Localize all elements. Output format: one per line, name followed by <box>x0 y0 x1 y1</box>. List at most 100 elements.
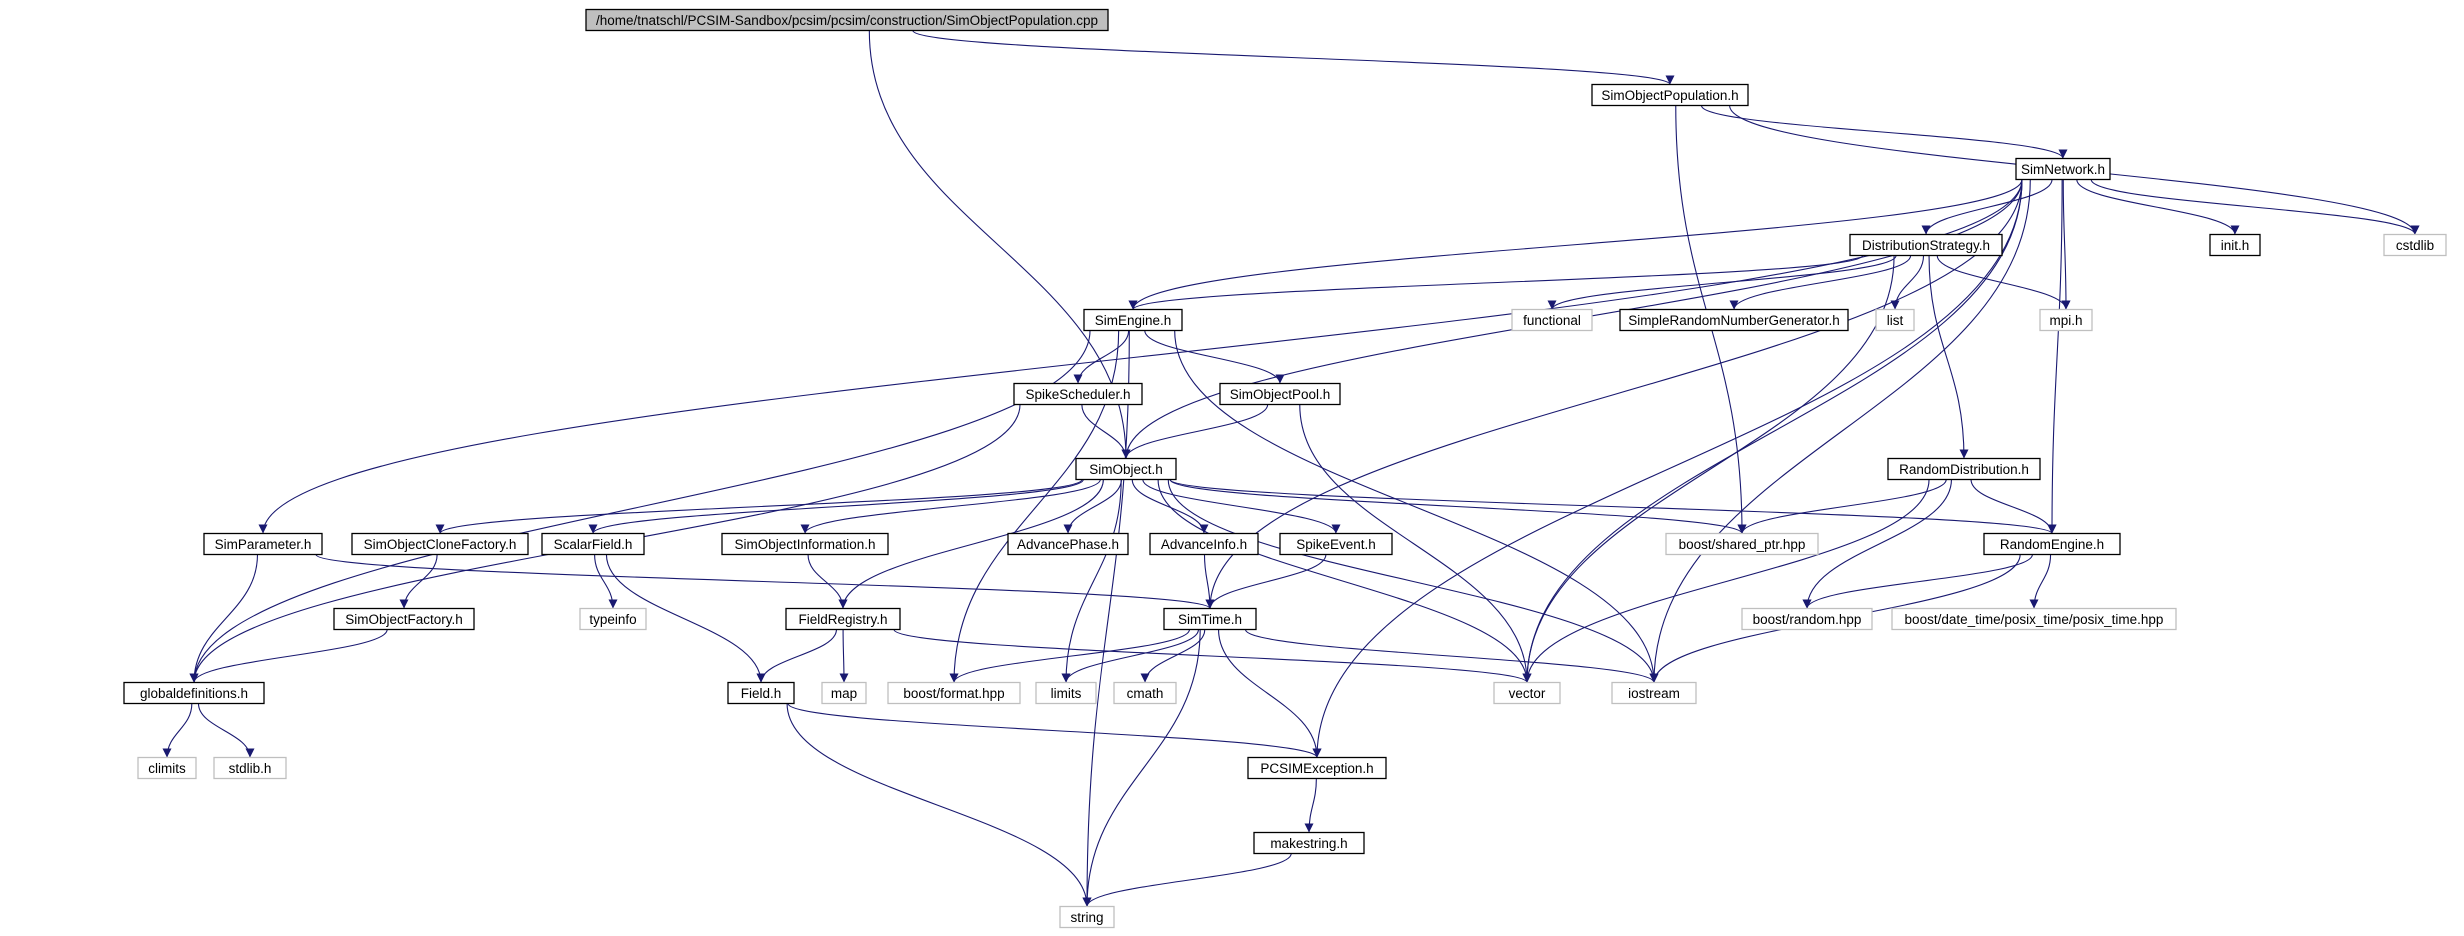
node-scalarfield-h[interactable]: ScalarField.h <box>541 532 645 556</box>
node-simobjectpool-h[interactable]: SimObjectPool.h <box>1219 382 1341 406</box>
node-cmath: cmath <box>1113 681 1177 705</box>
node-box <box>1611 681 1697 705</box>
edge-simtime-h-to-limits <box>1061 629 1200 683</box>
node-box <box>1619 308 1849 332</box>
node-label: limits <box>1051 686 1082 701</box>
node-box <box>1083 308 1183 332</box>
edge-distributionstrategy-h-to-list <box>1890 255 1925 310</box>
node-simobjectpopulation-h[interactable]: SimObjectPopulation.h <box>1591 83 1749 107</box>
node-simobjectclonefactory-h[interactable]: SimObjectCloneFactory.h <box>351 532 529 556</box>
node-label: SimNetwork.h <box>2021 162 2105 177</box>
node-init-h[interactable]: init.h <box>2209 233 2261 257</box>
edge-simobject-h-to-randomengine-h <box>1169 479 2057 534</box>
node-label: SimObjectInformation.h <box>734 537 875 552</box>
node-advancephase-h[interactable]: AdvancePhase.h <box>1007 532 1129 556</box>
edge-simtime-h-to-string <box>1082 629 1201 907</box>
edge-simobject-h-to-simobjectinformation-h <box>800 479 1101 534</box>
edge-simengine-h-to-spikescheduler-h <box>1073 330 1130 384</box>
node-field-h[interactable]: Field.h <box>727 681 795 705</box>
node-box <box>1665 532 1819 556</box>
edge-distributionstrategy-h-to-simengine-h <box>1128 255 1864 310</box>
node-label: FieldRegistry.h <box>798 612 887 627</box>
node-distributionstrategy-h[interactable]: DistributionStrategy.h <box>1849 233 2003 257</box>
nodes-layer: /home/tnatschl/PCSIM-Sandbox/pcsim/pcsim… <box>123 8 2447 929</box>
edge-simengine-h-to-iostream <box>1174 330 1659 683</box>
edge-simobject-h-to-scalarfield-h <box>588 479 1084 534</box>
edge-simnetwork-h-to-randomengine-h <box>2047 179 2063 534</box>
node-simnetwork-h[interactable]: SimNetwork.h <box>2015 157 2111 181</box>
edge-simobject-h-to-simobjectclonefactory-h <box>435 479 1083 534</box>
node-advanceinfo-h[interactable]: AdvanceInfo.h <box>1149 532 1259 556</box>
node-label: SpikeScheduler.h <box>1025 387 1130 402</box>
node-spikescheduler-h[interactable]: SpikeScheduler.h <box>1013 382 1143 406</box>
node-box <box>2383 233 2447 257</box>
node-label: init.h <box>2221 238 2250 253</box>
node-globaldefinitions-h[interactable]: globaldefinitions.h <box>123 681 265 705</box>
edge-simobject-h-to-advancephase-h <box>1063 479 1122 534</box>
node-box <box>1013 382 1143 406</box>
node-label: cmath <box>1127 686 1164 701</box>
node-box <box>821 681 867 705</box>
node-box <box>1891 607 2177 631</box>
node-simparameter-h[interactable]: SimParameter.h <box>203 532 323 556</box>
node-label: boost/random.hpp <box>1753 612 1862 627</box>
node-box <box>1219 382 1341 406</box>
edge-simparameter-h-to-simtime-h <box>315 554 1215 609</box>
edge-scalarfield-h-to-typeinfo <box>594 554 618 609</box>
node-simobjectfactory-h[interactable]: SimObjectFactory.h <box>333 607 475 631</box>
node-box <box>213 756 287 780</box>
node-limits: limits <box>1035 681 1097 705</box>
node-label: SpikeEvent.h <box>1296 537 1376 552</box>
edge-simobject-h-to-spikeevent-h <box>1142 479 1341 534</box>
node-label: cstdlib <box>2396 238 2434 253</box>
edge-globaldefinitions-h-to-climits <box>162 703 193 758</box>
node-fieldregistry-h[interactable]: FieldRegistry.h <box>785 607 901 631</box>
edge-simobjectpool-h-to-vector <box>1299 404 1532 683</box>
node-box <box>1007 532 1129 556</box>
node-randomengine-h[interactable]: RandomEngine.h <box>1983 532 2121 556</box>
node-label: typeinfo <box>589 612 636 627</box>
node-box <box>1149 532 1259 556</box>
node-iostream: iostream <box>1611 681 1697 705</box>
node-label: SimObjectPool.h <box>1230 387 1331 402</box>
node-box <box>541 532 645 556</box>
edge-fieldregistry-h-to-field-h <box>756 629 837 683</box>
edge-fieldregistry-h-to-map <box>839 629 849 683</box>
node-label: /home/tnatschl/PCSIM-Sandbox/pcsim/pcsim… <box>596 13 1098 28</box>
edge-simnetwork-h-to-cstdlib <box>2090 179 2420 235</box>
node-spikeevent-h[interactable]: SpikeEvent.h <box>1279 532 1393 556</box>
node-stdlib-h: stdlib.h <box>213 756 287 780</box>
node-label: climits <box>148 761 186 776</box>
edge-simobjectinformation-h-to-fieldregistry-h <box>807 554 848 609</box>
node-label: stdlib.h <box>229 761 272 776</box>
edge-simnetwork-h-to-iostream <box>1649 179 2031 683</box>
edge-simobject-h-to-vector <box>1157 479 1532 683</box>
node-string: string <box>1059 905 1115 929</box>
node-box <box>1983 532 2121 556</box>
node-label: RandomDistribution.h <box>1899 462 2029 477</box>
node-simengine-h[interactable]: SimEngine.h <box>1083 308 1183 332</box>
node-label: SimObjectPopulation.h <box>1601 88 1738 103</box>
edge-makestring-h-to-string <box>1082 853 1292 907</box>
node-box <box>1887 457 2041 481</box>
edge-advanceinfo-h-to-simtime-h <box>1203 554 1215 609</box>
edge-randomdistribution-h-to-randomengine-h <box>1970 479 2057 534</box>
node-root[interactable]: /home/tnatschl/PCSIM-Sandbox/pcsim/pcsim… <box>585 8 1109 32</box>
node-randomdistribution-h[interactable]: RandomDistribution.h <box>1887 457 2041 481</box>
edge-globaldefinitions-h-to-stdlib-h <box>197 703 255 758</box>
edge-field-h-to-string <box>786 703 1092 907</box>
node-box <box>2209 233 2261 257</box>
node-label: makestring.h <box>1270 836 1347 851</box>
node-simobjectinformation-h[interactable]: SimObjectInformation.h <box>721 532 889 556</box>
edge-simnetwork-h-to-init-h <box>2076 179 2240 235</box>
node-makestring-h[interactable]: makestring.h <box>1253 831 1365 855</box>
node-label: vector <box>1509 686 1546 701</box>
node-simtime-h[interactable]: SimTime.h <box>1163 607 1257 631</box>
node-boost-format-hpp: boost/format.hpp <box>887 681 1021 705</box>
node-label: SimObjectFactory.h <box>345 612 463 627</box>
node-box <box>585 8 1109 32</box>
node-simobject-h[interactable]: SimObject.h <box>1075 457 1177 481</box>
edge-distributionstrategy-h-to-functional <box>1547 255 1897 310</box>
node-simplerandomnumbergenerator-h[interactable]: SimpleRandomNumberGenerator.h <box>1619 308 1849 332</box>
node-pcsimexception-h[interactable]: PCSIMException.h <box>1247 756 1387 780</box>
